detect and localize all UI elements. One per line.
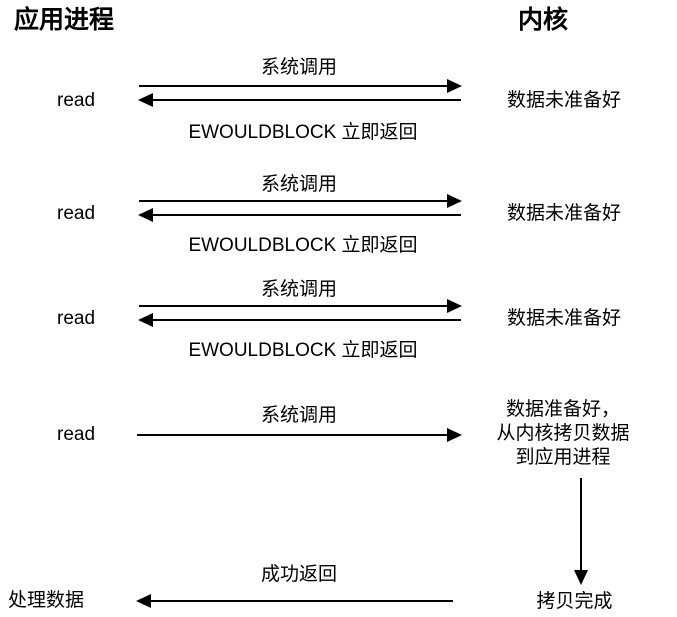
kernel-copy-done-label: 拷贝完成 [536, 591, 613, 612]
arrow-head-right [447, 79, 462, 93]
arrow-shaft [139, 85, 451, 87]
arrow-shaft [139, 200, 451, 202]
round-1-caller-label: read [57, 90, 96, 111]
round-3-request-caption: 系统调用 [260, 279, 337, 300]
round-2-request-arrow [139, 194, 462, 208]
round-1-request-arrow [139, 79, 462, 93]
round-2-kernel-state-label: 数据未准备好 [506, 203, 621, 224]
arrow-shaft [147, 600, 453, 602]
arrow-shaft [137, 434, 451, 436]
round-4-kernel-state-line-1: 数据准备好， [505, 399, 620, 420]
round-2-caller-label: read [57, 203, 96, 224]
column-header-application-process: 应用进程 [14, 6, 115, 34]
final-return-caption: 成功返回 [260, 564, 337, 585]
round-2-response-caption: EWOULDBLOCK 立即返回 [188, 235, 418, 256]
arrow-head-right [447, 299, 462, 313]
round-4-request-caption: 系统调用 [260, 405, 337, 426]
round-4-kernel-state-line-3: 到应用进程 [515, 447, 611, 468]
arrow-head-left [136, 594, 151, 608]
arrow-head-right [447, 428, 462, 442]
round-2-request-caption: 系统调用 [260, 174, 337, 195]
final-caller-result-label: 处理数据 [8, 590, 85, 611]
arrow-shaft [149, 214, 461, 216]
round-1-request-caption: 系统调用 [260, 57, 337, 78]
round-3-kernel-state-label: 数据未准备好 [506, 308, 621, 329]
round-1-kernel-state-label: 数据未准备好 [506, 90, 621, 111]
arrow-head-right [447, 194, 462, 208]
column-header-kernel: 内核 [518, 6, 569, 34]
arrow-shaft [149, 99, 461, 101]
arrow-head-down [574, 570, 588, 585]
round-4-kernel-state-line-2: 从内核拷贝数据 [496, 423, 630, 444]
round-1-response-caption: EWOULDBLOCK 立即返回 [188, 122, 418, 143]
round-4-request-arrow [137, 428, 462, 442]
round-3-response-caption: EWOULDBLOCK 立即返回 [188, 340, 418, 361]
arrow-shaft [149, 319, 461, 321]
round-3-caller-label: read [57, 308, 96, 329]
round-1-response-arrow [138, 93, 461, 107]
round-3-request-arrow [139, 299, 462, 313]
arrow-head-left [138, 93, 153, 107]
round-4-caller-label: read [57, 424, 96, 445]
arrow-head-left [138, 208, 153, 222]
arrow-shaft [139, 305, 451, 307]
arrow-head-left [138, 313, 153, 327]
kernel-copy-progress-arrow [574, 478, 588, 585]
final-return-arrow [136, 594, 453, 608]
round-3-response-arrow [138, 313, 461, 327]
arrow-shaft [580, 478, 582, 573]
round-2-response-arrow [138, 208, 461, 222]
